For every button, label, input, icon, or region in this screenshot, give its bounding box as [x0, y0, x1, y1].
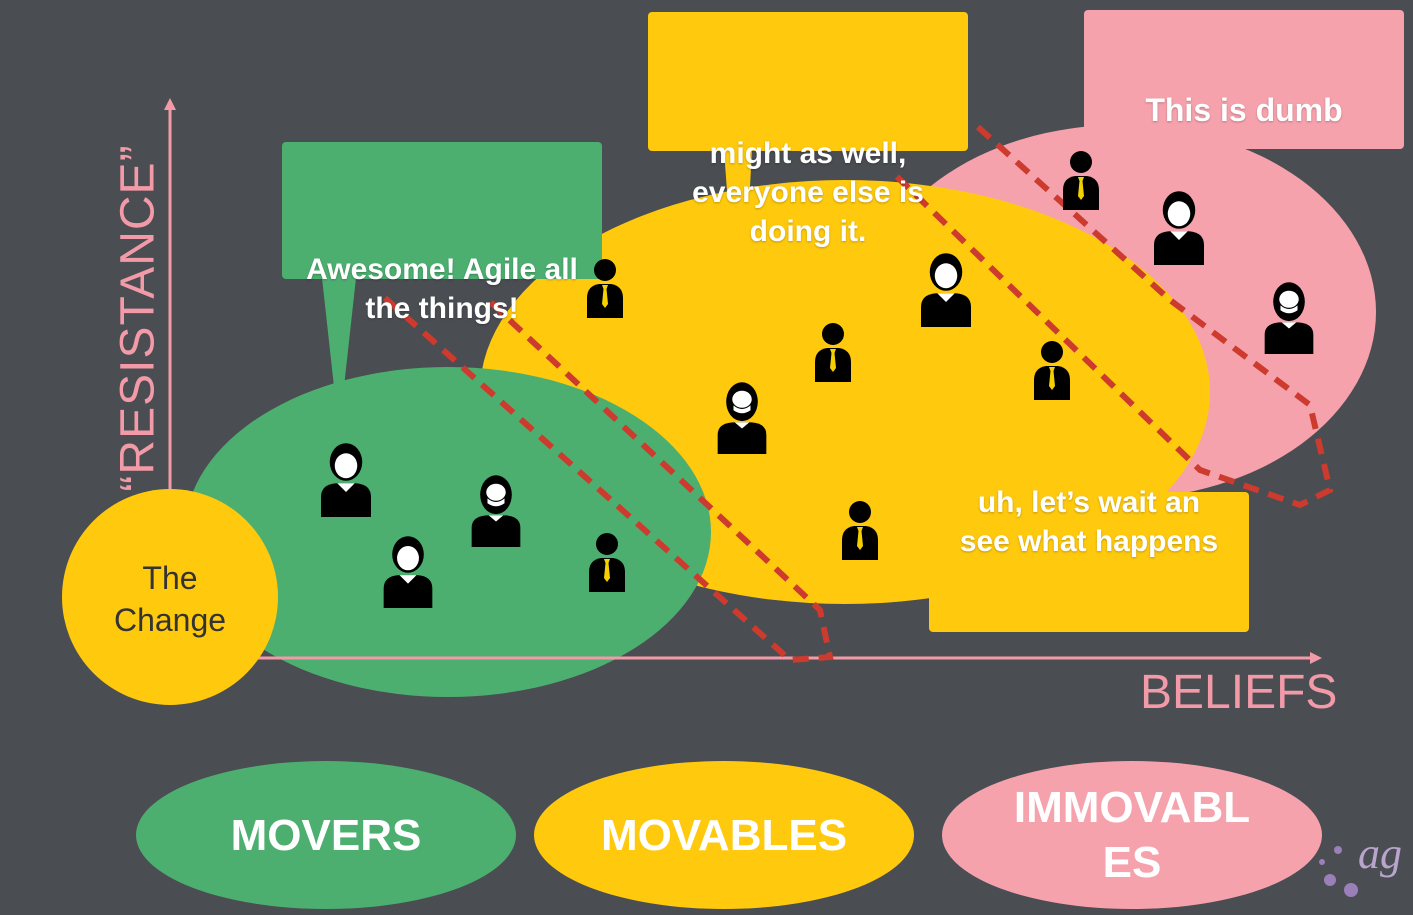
bubble-line: see what happens: [959, 525, 1219, 558]
bubble-line: might as well,: [709, 137, 907, 170]
legend-text: MOVABLES: [600, 810, 848, 860]
movers-zone: [185, 367, 711, 697]
change-label: The Change: [90, 558, 250, 641]
x-axis-label: BELIEFS: [1140, 666, 1338, 719]
late-movables-bubble: [929, 412, 1249, 632]
immovables-legend-oval: [942, 761, 1322, 909]
change-label-line: Change: [113, 601, 227, 638]
bubble-line: the things!: [365, 292, 519, 325]
bubble-line: doing it.: [749, 215, 867, 248]
legend-text: MOVERS: [230, 810, 422, 860]
change-label-line: The: [142, 560, 198, 596]
dashed-dividers: [383, 124, 1334, 664]
late-movables-bubble-text: uh, let’s wait an see what happens: [929, 483, 1249, 561]
immovables-bubble-text: This is dumb: [1084, 90, 1404, 132]
movables-legend-label: MOVABLES: [534, 761, 914, 909]
bubble-line: everyone else is: [692, 176, 924, 209]
movables-legend-oval: [534, 761, 914, 909]
bubble-line: uh, let’s wait an: [977, 486, 1201, 519]
x-axis-arrow: [1310, 652, 1322, 664]
bubble-line: Awesome! Agile all: [306, 253, 578, 286]
movers-legend-oval: [136, 761, 516, 909]
immovables-legend-label: IMMOVABL ES: [942, 761, 1322, 909]
y-axis-arrow: [164, 98, 176, 110]
svg-text:ag: ag: [1358, 829, 1402, 878]
y-axis-label: “RESISTANCE”: [111, 144, 165, 492]
movers-bubble-text: Awesome! Agile all the things!: [272, 250, 612, 328]
movers-bubble: [282, 142, 602, 432]
legend-text: IMMOVABL: [1013, 783, 1251, 832]
movables-bubble-text: might as well, everyone else is doing it…: [648, 134, 968, 251]
agile-logo-icon: ag: [1319, 829, 1402, 897]
movers-legend-label: MOVERS: [136, 761, 516, 909]
change-circle: [62, 489, 278, 705]
bubble-line: This is dumb: [1145, 92, 1343, 128]
movables-bubble: [648, 12, 968, 368]
immovables-bubble: [1084, 10, 1404, 205]
legend-text: ES: [1102, 838, 1162, 887]
